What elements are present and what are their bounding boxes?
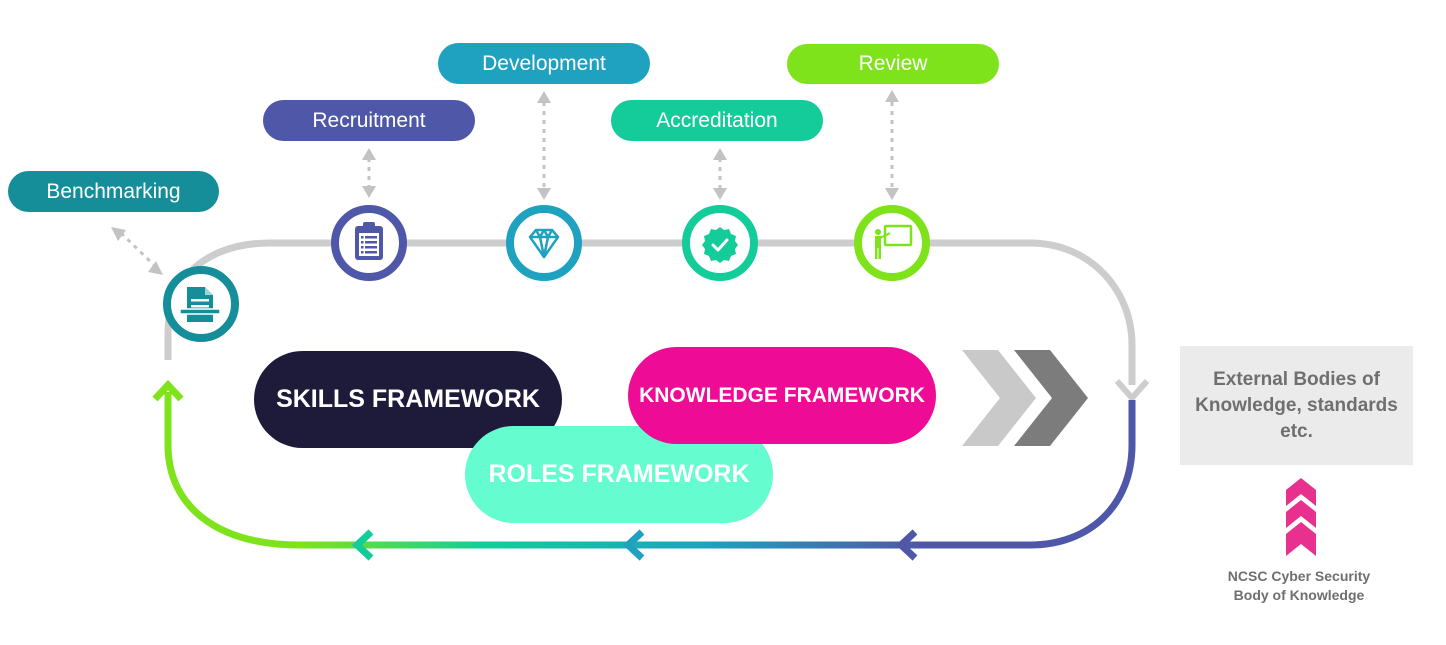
- node-review: [854, 205, 930, 281]
- track-arrow-down: [1114, 379, 1150, 403]
- clipboard-icon: [355, 222, 383, 260]
- external-bodies-box: External Bodies of Knowledge, standards …: [1180, 346, 1413, 465]
- stage-accreditation: Accreditation: [611, 100, 823, 141]
- connector-head: [885, 90, 899, 102]
- node-accreditation: [682, 205, 758, 281]
- arrow-up-green: [152, 379, 184, 402]
- ncsc-label: NCSC Cyber Security Body of Knowledge: [1190, 567, 1408, 605]
- diamond-icon: [528, 228, 560, 259]
- external-line-3: etc.: [1280, 420, 1313, 442]
- stage-development: Development: [438, 43, 650, 84]
- connector-head: [713, 148, 727, 160]
- skills-framework: SKILLS FRAMEWORK: [254, 351, 562, 448]
- knowledge-framework: KNOWLEDGE FRAMEWORK: [628, 347, 936, 444]
- connector-head: [537, 91, 551, 103]
- arrow-left-green: [351, 529, 374, 561]
- chevron-light: [962, 350, 1036, 446]
- node-recruitment: [331, 205, 407, 281]
- stage-review: Review: [787, 44, 999, 84]
- external-line-1: External Bodies of: [1213, 368, 1380, 390]
- node-benchmarking: [163, 266, 239, 342]
- node-development: [506, 205, 582, 281]
- connector-head: [362, 148, 376, 160]
- connector-head: [362, 186, 376, 198]
- arrow-left-purple: [895, 529, 918, 561]
- document-pen-icon: [179, 287, 221, 322]
- ncsc-chevron-icon: [1286, 478, 1316, 556]
- connector-head: [885, 188, 899, 200]
- connector-benchmarking: [119, 231, 158, 269]
- ncsc-line-1: NCSC Cyber Security: [1227, 568, 1371, 584]
- stage-benchmarking: Benchmarking: [8, 171, 219, 212]
- track-right: [920, 400, 1136, 549]
- external-line-2: Knowledge, standards: [1195, 394, 1398, 416]
- arrow-left-blue: [622, 529, 645, 561]
- connector-head: [537, 188, 551, 200]
- connector-head: [148, 261, 163, 275]
- connector-head: [111, 227, 126, 241]
- connector-head: [713, 188, 727, 200]
- stage-recruitment: Recruitment: [263, 100, 475, 141]
- badge-check-icon: [702, 227, 738, 263]
- ncsc-line-2: Body of Knowledge: [1233, 587, 1365, 603]
- chevron-dark: [1014, 350, 1088, 446]
- track-left: [164, 392, 301, 549]
- presenter-icon: [875, 224, 913, 259]
